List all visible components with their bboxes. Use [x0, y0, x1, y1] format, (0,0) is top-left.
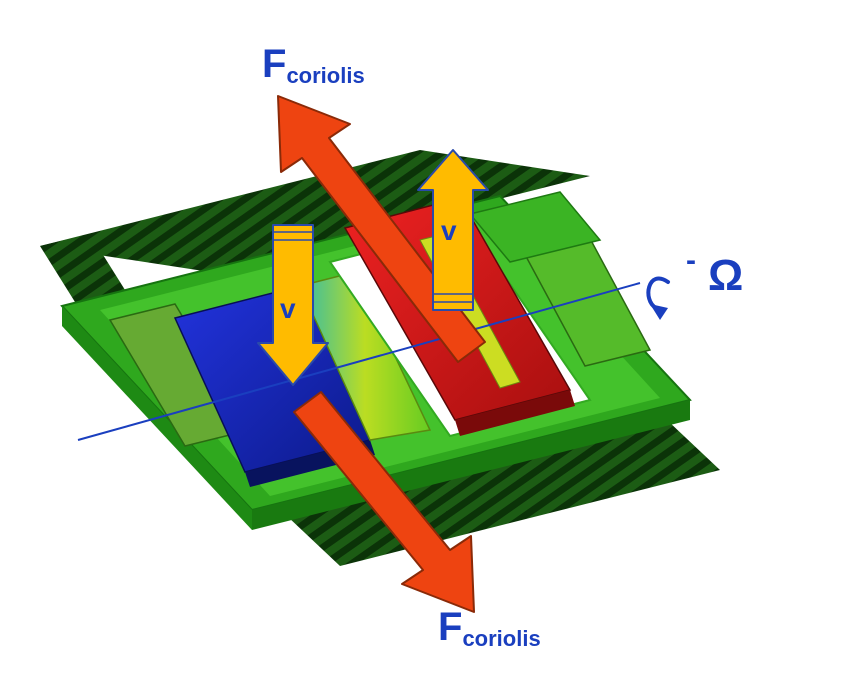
velocity-label-left: v: [280, 293, 296, 324]
force-label-top: Fcoriolis: [262, 42, 365, 88]
rotation-axis-line: [77, 282, 641, 441]
rotation-arc: [646, 276, 670, 310]
mass-right-edge: [455, 390, 575, 436]
rotation-icon: [646, 276, 670, 320]
velocity-label-right: v: [441, 215, 457, 246]
omega-label: Ω: [708, 251, 743, 300]
suspension-beams: [108, 191, 652, 447]
velocity-arrow-down: [257, 224, 329, 386]
rotation-sign: -: [686, 244, 696, 277]
frame-front-edge: [252, 400, 690, 530]
velocity-arrow-up: [417, 149, 489, 311]
mass-center-beam: [298, 271, 432, 441]
beam-top-right: [468, 191, 602, 263]
velocity-arrows: [257, 149, 489, 386]
comb-fingers-front: [270, 404, 720, 566]
force-arrow-down: [293, 391, 475, 613]
force-label-bottom: Fcoriolis: [438, 605, 541, 651]
rotation-arrowhead: [650, 304, 668, 320]
